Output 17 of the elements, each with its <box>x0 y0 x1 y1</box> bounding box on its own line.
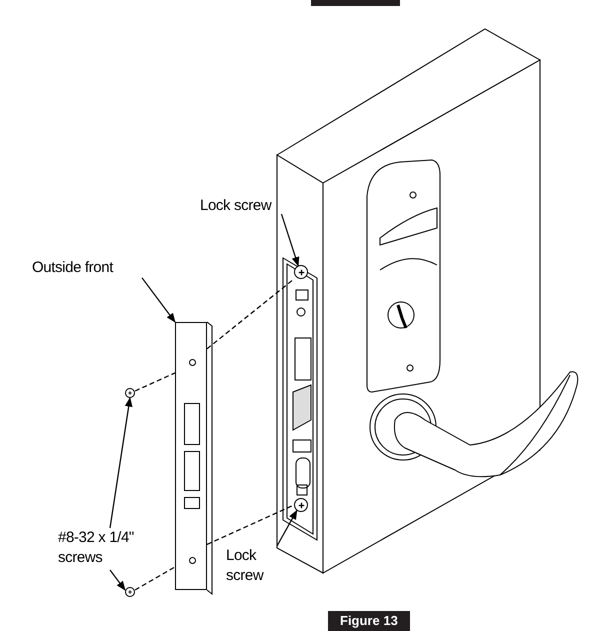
assembly-line <box>206 504 294 545</box>
leader-arrow <box>276 510 298 546</box>
outside-front-plate <box>175 322 207 590</box>
leader-arrow <box>110 570 126 591</box>
callout-label: #8-32 x 1/4" screws <box>58 528 135 568</box>
leader-arrow <box>109 397 132 528</box>
screw-head <box>125 388 135 398</box>
callout-label: Outside front <box>32 258 114 278</box>
assembly-line <box>206 278 294 350</box>
callout-label: Lock screw <box>226 546 265 586</box>
assembly-line <box>134 372 176 392</box>
leader-arrow <box>280 214 300 267</box>
leader-arrow <box>142 277 176 323</box>
screw-head <box>125 587 135 597</box>
assembly-line <box>134 566 176 591</box>
figure-label: Figure 13 <box>328 611 410 631</box>
callout-label: Lock screw <box>200 196 273 216</box>
